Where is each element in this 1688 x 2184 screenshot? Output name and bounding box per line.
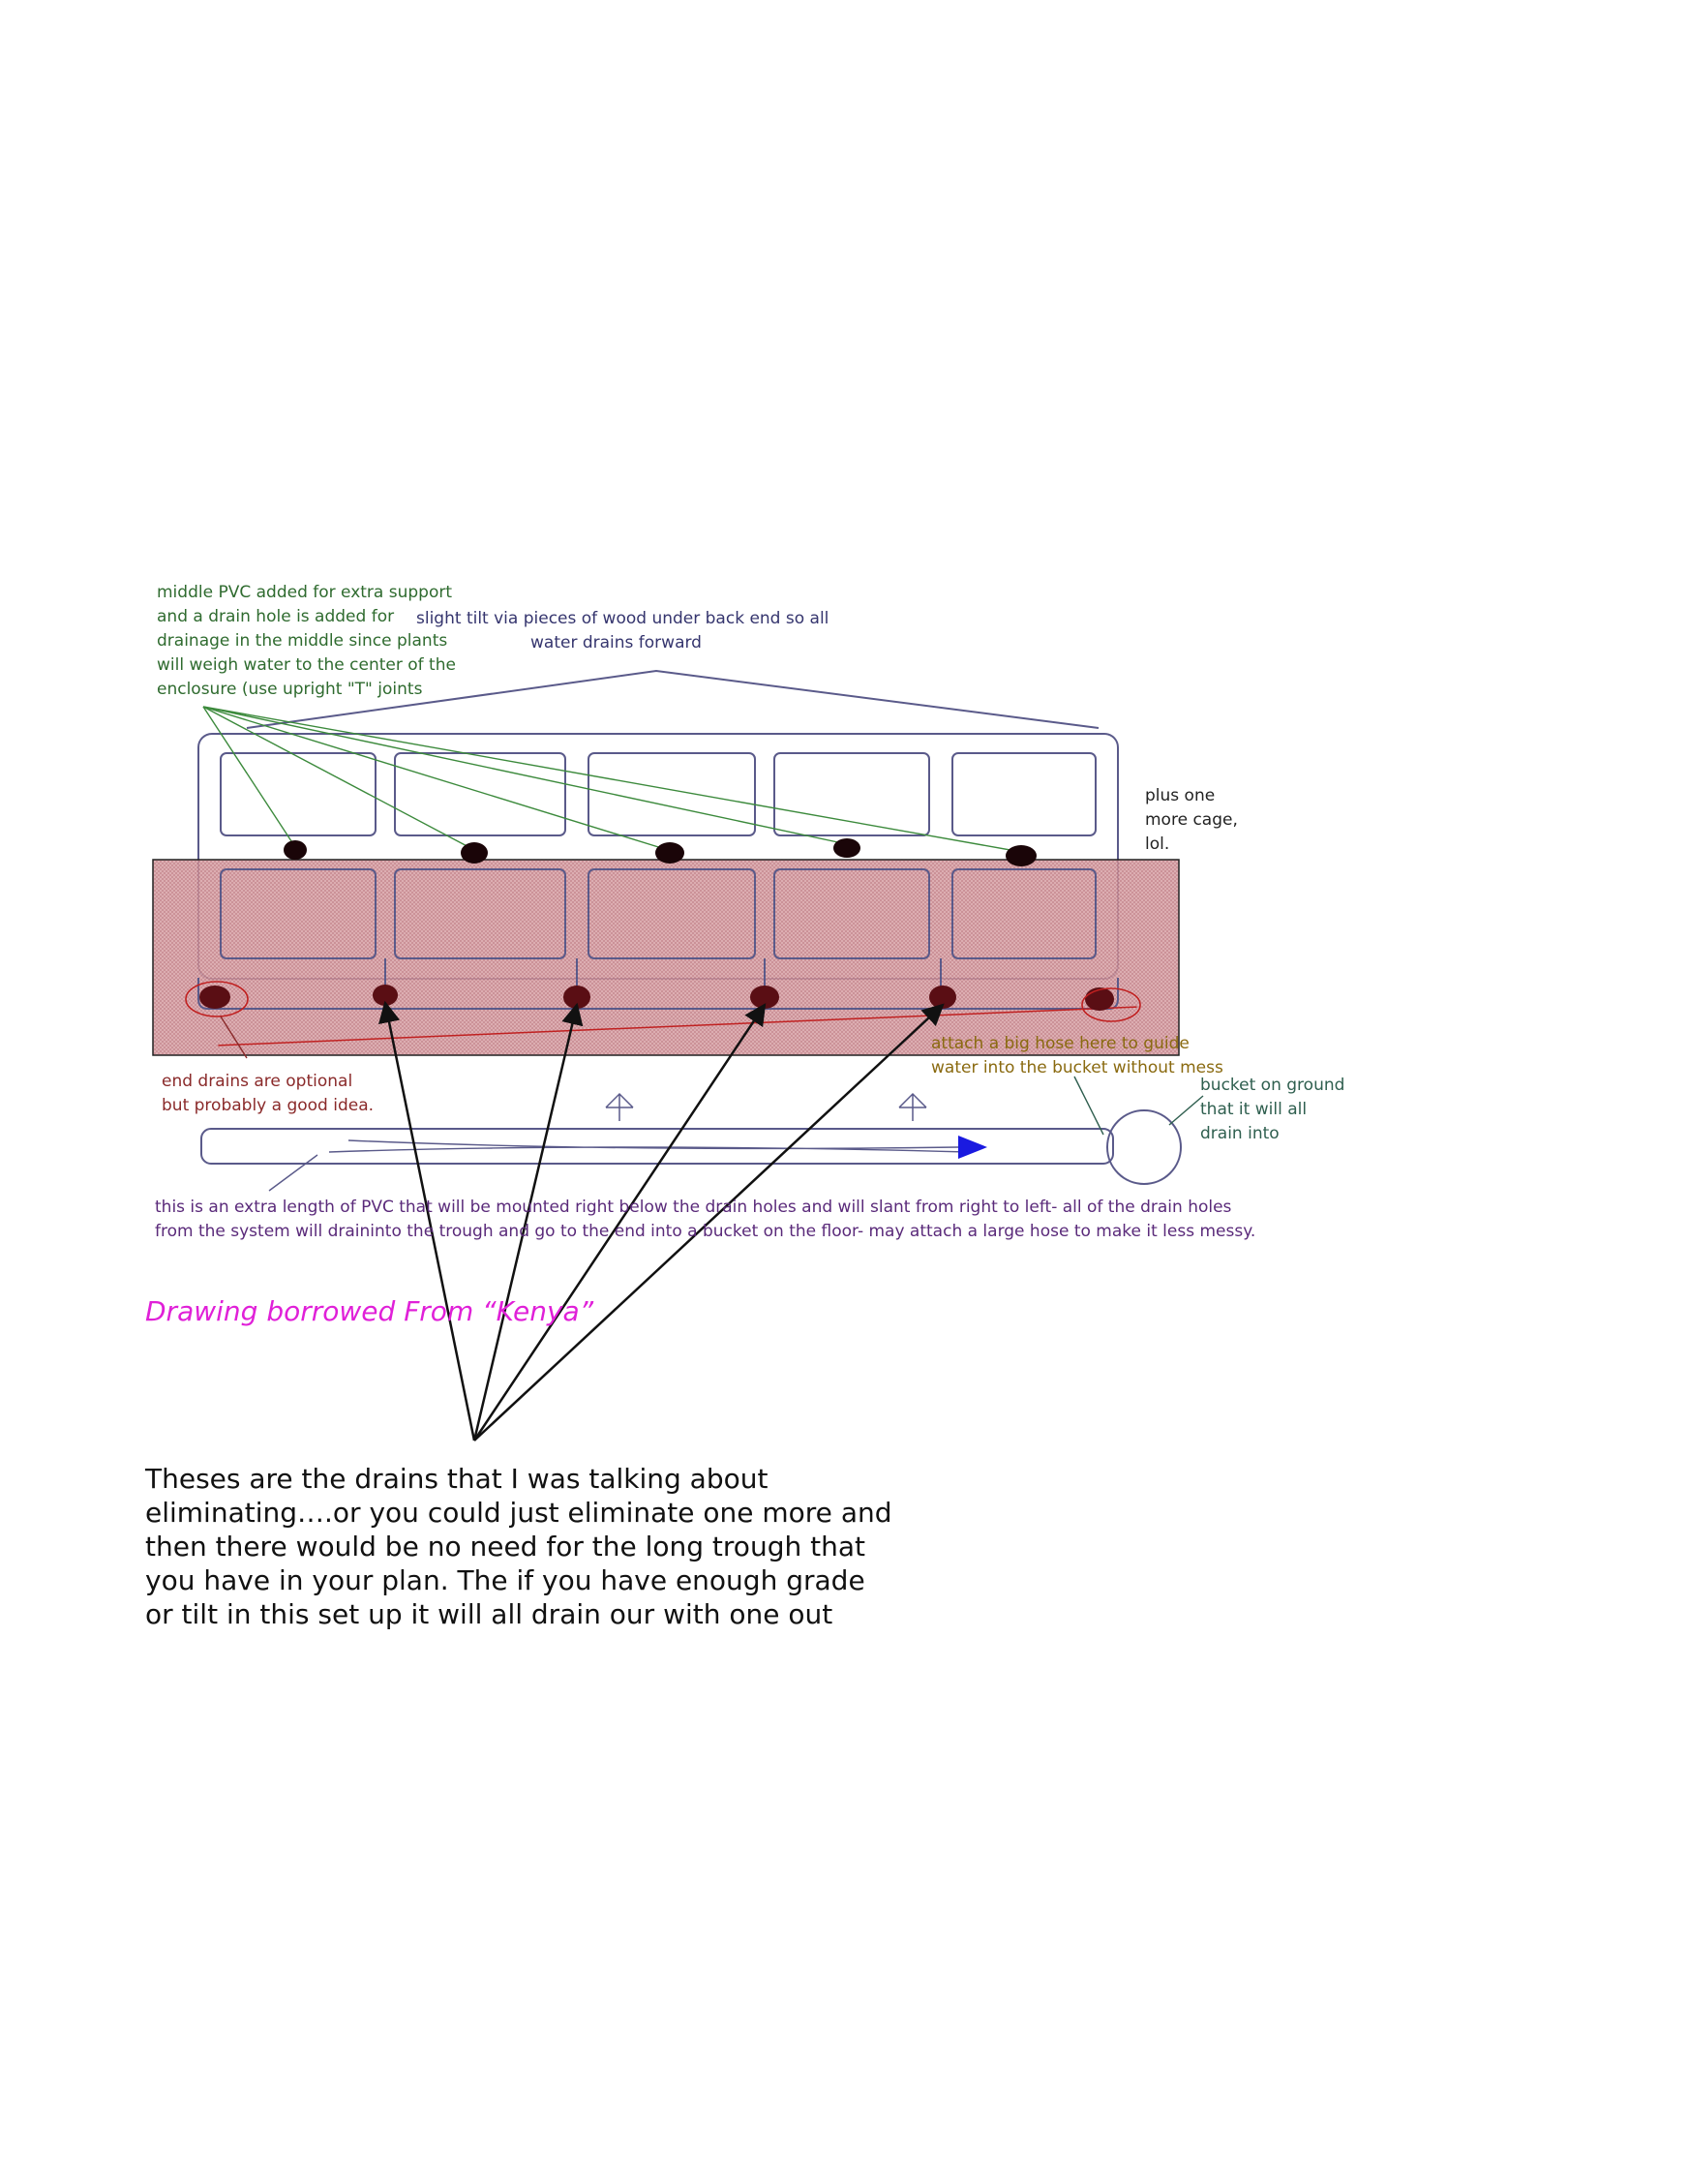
end-drain xyxy=(199,986,230,1009)
middle-pvc-note: middle PVC added for extra support and a… xyxy=(157,583,461,699)
lower-cage xyxy=(951,868,1097,959)
trough-note: this is an extra length of PVC that will… xyxy=(155,1198,1255,1241)
end-drains-line: end drains are optional xyxy=(162,1072,352,1091)
trough-flow-lines xyxy=(328,1139,969,1153)
bucket-leader xyxy=(1168,1095,1204,1126)
tilt-line: water drains forward xyxy=(530,633,702,652)
comment-line: you have in your plan. The if you have e… xyxy=(145,1564,865,1596)
middle-drain xyxy=(461,842,488,864)
plus-cage-note: plus one more cage, lol. xyxy=(1145,786,1243,854)
comment-line: then there would be no need for the long… xyxy=(145,1531,865,1562)
trough-line: this is an extra length of PVC that will… xyxy=(155,1198,1232,1217)
end-drain-circles xyxy=(185,981,1141,1022)
tilt-line: slight tilt via pieces of wood under bac… xyxy=(416,609,829,628)
green-leader-lines xyxy=(202,706,1022,853)
end-drain-leader xyxy=(220,1016,248,1059)
upper-cage xyxy=(588,752,756,836)
bottom-drain xyxy=(750,986,779,1009)
tilt-note: slight tilt via pieces of wood under bac… xyxy=(416,609,834,652)
lower-cage xyxy=(394,868,566,959)
plus-cage-line: plus one xyxy=(1145,786,1215,805)
pvc-bottom-rail xyxy=(197,978,1119,1010)
trough-leader xyxy=(268,1154,318,1192)
comment-line: eliminating….or you could just eliminate… xyxy=(145,1497,892,1529)
flow-arrow xyxy=(958,1136,987,1159)
middle-drain xyxy=(284,840,307,860)
bottom-drains xyxy=(199,985,1114,1011)
lower-cage xyxy=(773,868,930,959)
upper-cages xyxy=(220,752,1097,836)
lower-cages xyxy=(220,868,1097,959)
comment-line: or tilt in this set up it will all drain… xyxy=(145,1598,832,1630)
end-drain xyxy=(1085,987,1114,1011)
middle-drains xyxy=(284,838,1037,866)
tilt-bracket xyxy=(246,669,1100,729)
bucket-line: bucket on ground xyxy=(1200,1076,1344,1095)
hose-note: attach a big hose here to guide water in… xyxy=(931,1034,1223,1077)
tilt-up-arrows xyxy=(605,1092,927,1121)
middle-drain xyxy=(833,838,860,858)
trough-pipe xyxy=(200,1128,1114,1165)
bottom-drain xyxy=(929,986,956,1009)
plus-cage-line: lol. xyxy=(1145,834,1169,854)
credit-text: Drawing borrowed From “Kenya” xyxy=(145,1295,594,1327)
lower-cage xyxy=(220,868,377,959)
trough-line: from the system will draininto the troug… xyxy=(155,1222,1255,1241)
end-drains-note: end drains are optional but probably a g… xyxy=(162,1072,374,1115)
bottom-drain xyxy=(373,985,398,1006)
hose-leader xyxy=(1073,1076,1104,1136)
middle-drain xyxy=(1006,845,1037,866)
hose-line: attach a big hose here to guide xyxy=(931,1034,1190,1053)
comment-text: Theses are the drains that I was talking… xyxy=(144,1463,900,1630)
upper-cage xyxy=(394,752,566,836)
middle-pvc-line: and a drain hole is added for xyxy=(157,607,394,626)
comment-arrows xyxy=(378,1000,945,1441)
lower-cage xyxy=(588,868,756,959)
middle-pvc-line: will weigh water to the center of the xyxy=(157,655,456,675)
end-drains-line: but probably a good idea. xyxy=(162,1096,374,1115)
middle-drain xyxy=(655,842,684,864)
middle-pvc-line: drainage in the middle since plants xyxy=(157,631,447,651)
middle-pvc-line: enclosure (use upright "T" joints xyxy=(157,680,423,699)
plus-cage-line: more cage, xyxy=(1145,810,1238,830)
hose-line: water into the bucket without mess xyxy=(931,1058,1223,1077)
comment-line: Theses are the drains that I was talking… xyxy=(144,1463,768,1495)
bucket-line: that it will all xyxy=(1200,1100,1307,1119)
upper-cage xyxy=(220,752,377,836)
slope-line xyxy=(218,1006,1137,1046)
bucket-note: bucket on ground that it will all drain … xyxy=(1200,1076,1350,1143)
upper-cage xyxy=(951,752,1097,836)
upper-cage xyxy=(773,752,930,836)
bucket xyxy=(1106,1109,1182,1185)
pvc-drops xyxy=(384,958,942,987)
middle-pvc-line: middle PVC added for extra support xyxy=(157,583,452,602)
bucket-line: drain into xyxy=(1200,1124,1280,1143)
